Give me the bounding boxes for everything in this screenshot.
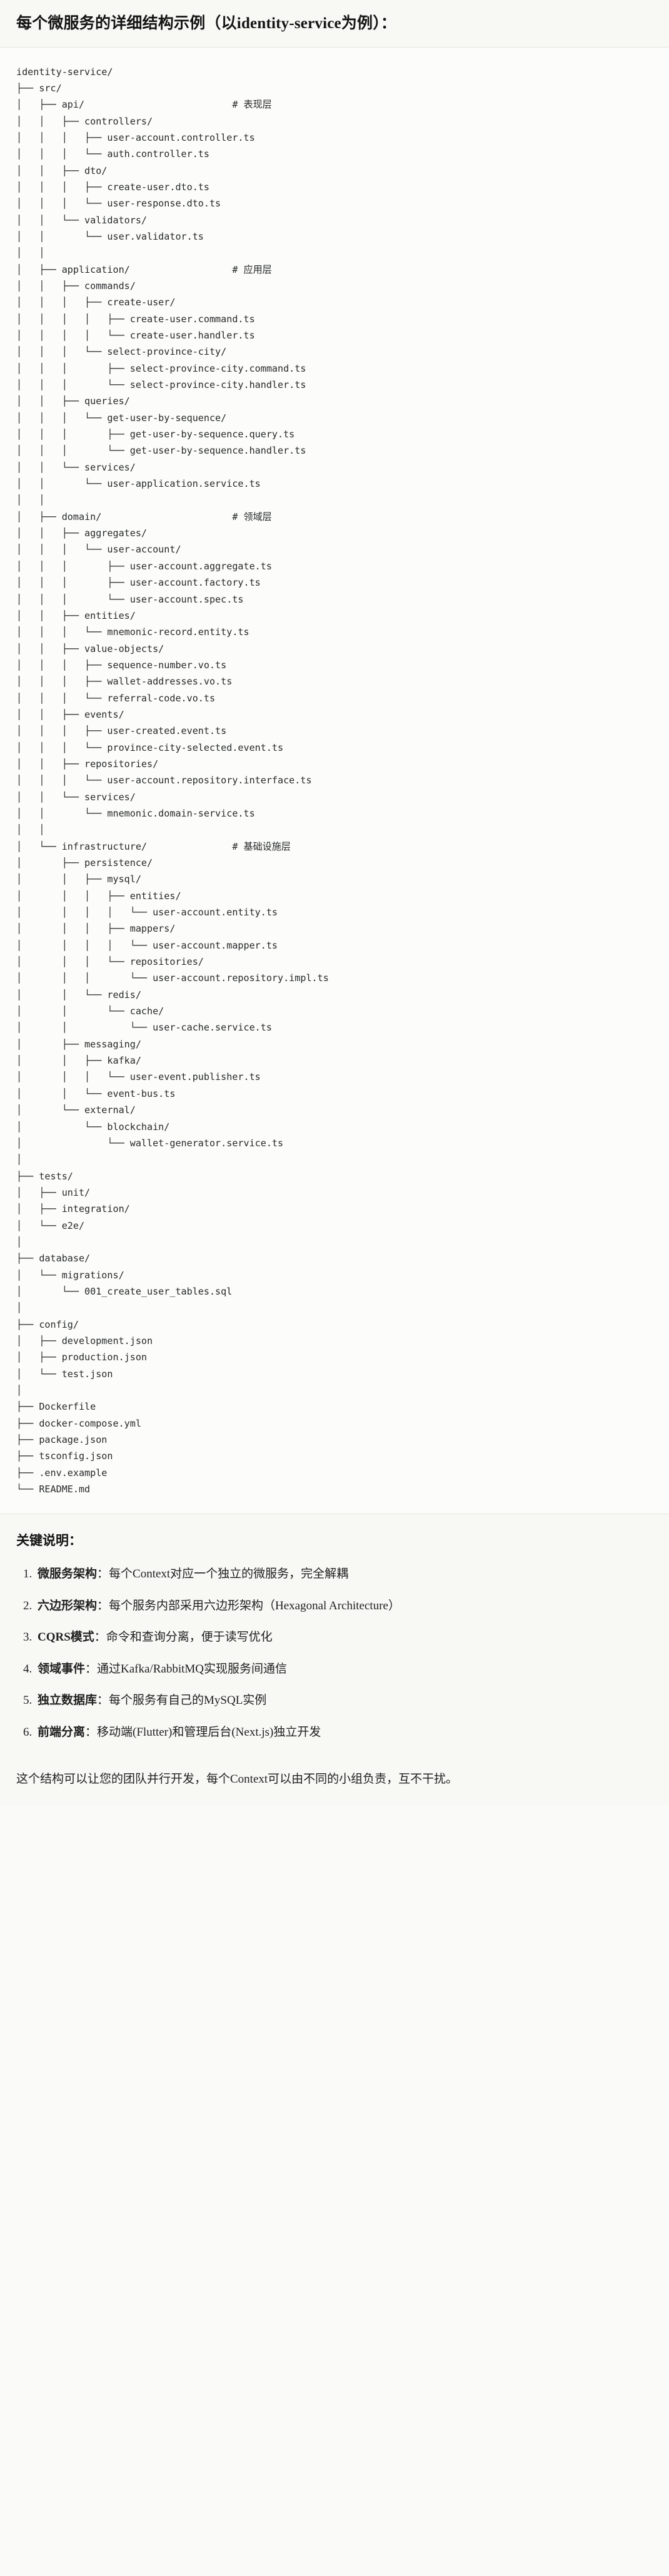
document-page: 每个微服务的详细结构示例（以identity-service为例）： ident…	[0, 0, 669, 1805]
document-header: 每个微服务的详细结构示例（以identity-service为例）：	[0, 0, 669, 48]
list-item: 六边形架构：每个服务内部采用六边形架构（Hexagonal Architectu…	[35, 1597, 653, 1616]
note-term: 领域事件	[38, 1662, 86, 1676]
note-term: 独立数据库	[38, 1694, 98, 1708]
note-term: 前端分离	[38, 1725, 86, 1739]
note-term: 微服务架构	[38, 1567, 98, 1581]
note-text: ：移动端(Flutter)和管理后台(Next.js)独立开发	[85, 1725, 321, 1739]
key-notes-title: 关键说明：	[16, 1533, 82, 1549]
list-item: 独立数据库：每个服务有自己的MySQL实例	[35, 1692, 653, 1710]
note-term: CQRS模式	[38, 1631, 94, 1644]
note-text: ：每个服务有自己的MySQL实例	[97, 1694, 267, 1708]
directory-tree-block: identity-service/ ├── src/ │ ├── api/ # …	[0, 47, 669, 1515]
note-text: ：每个服务内部采用六边形架构（Hexagonal Architecture）	[97, 1599, 400, 1612]
list-item: CQRS模式：命令和查询分离，便于读写优化	[35, 1629, 653, 1647]
list-item: 微服务架构：每个Context对应一个独立的微服务，完全解耦	[35, 1565, 653, 1584]
note-text: ：命令和查询分离，便于读写优化	[94, 1631, 273, 1644]
directory-tree: identity-service/ ├── src/ │ ├── api/ # …	[16, 66, 329, 1495]
page-title: 每个微服务的详细结构示例（以identity-service为例）：	[16, 15, 397, 32]
note-term: 六边形架构	[38, 1599, 98, 1612]
list-item: 领域事件：通过Kafka/RabbitMQ实现服务间通信	[35, 1661, 653, 1679]
footer-note: 这个结构可以让您的团队并行开发，每个Context可以由不同的小组负责，互不干扰…	[0, 1761, 669, 1805]
list-item: 前端分离：移动端(Flutter)和管理后台(Next.js)独立开发	[35, 1724, 653, 1742]
note-text: ：每个Context对应一个独立的微服务，完全解耦	[97, 1567, 349, 1581]
key-notes-block: 关键说明： 微服务架构：每个Context对应一个独立的微服务，完全解耦 六边形…	[0, 1514, 669, 1762]
key-notes-list: 微服务架构：每个Context对应一个独立的微服务，完全解耦 六边形架构：每个服…	[16, 1565, 653, 1741]
note-text: ：通过Kafka/RabbitMQ实现服务间通信	[85, 1662, 287, 1676]
